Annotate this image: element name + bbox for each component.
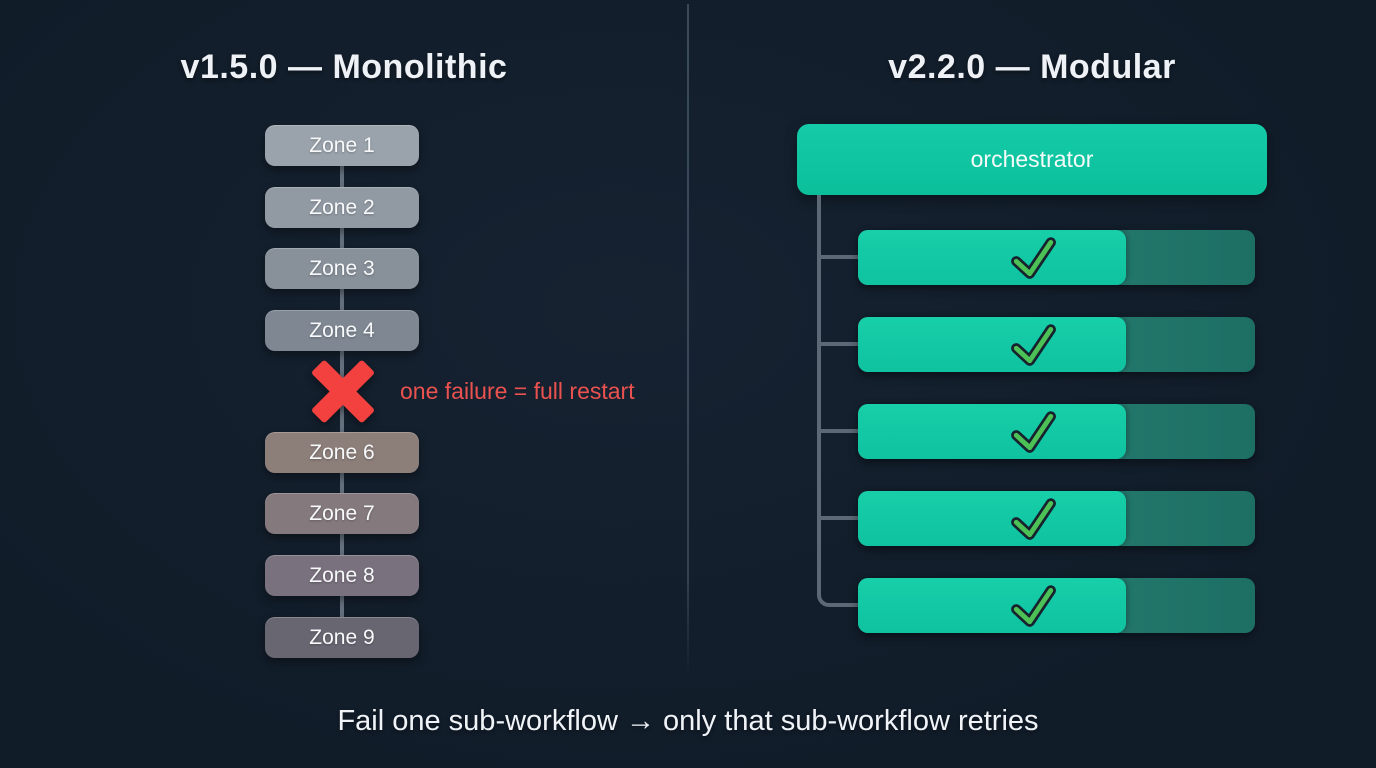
orchestrator-box: orchestrator [797, 124, 1267, 195]
check-icon [1011, 324, 1056, 366]
tree-branch [817, 342, 858, 346]
sub-workflow-row [858, 578, 1255, 633]
zone-box: Zone 2 [265, 187, 419, 228]
zone-label: Zone 8 [309, 563, 375, 587]
zone-box: Zone 4 [265, 310, 419, 351]
sub-workflow-row [858, 230, 1255, 285]
failure-x-icon [310, 358, 376, 424]
bottom-caption: Fail one sub-workflow → only that sub-wo… [337, 705, 1039, 737]
tree-branch [817, 255, 858, 259]
left-panel-title: v1.5.0 — Monolithic [180, 48, 508, 86]
failure-caption: one failure = full restart [400, 378, 635, 404]
zone-box: Zone 8 [265, 555, 419, 596]
zone-label: Zone 6 [309, 440, 375, 464]
tree-connector-elbow [817, 195, 858, 607]
sub-workflow-progress [858, 404, 1126, 459]
zone-box: Zone 3 [265, 248, 419, 289]
sub-workflow-progress [858, 491, 1126, 546]
sub-workflow-progress [858, 230, 1126, 285]
check-icon [1011, 585, 1056, 627]
orchestrator-label: orchestrator [970, 146, 1094, 172]
check-icon [1011, 498, 1056, 540]
right-panel-title: v2.2.0 — Modular [888, 48, 1176, 86]
zone-box: Zone 1 [265, 125, 419, 166]
tree-branch [817, 429, 858, 433]
zone-label: Zone 3 [309, 256, 375, 280]
panel-divider [687, 4, 689, 676]
sub-workflow-row [858, 404, 1255, 459]
zone-label: Zone 2 [309, 195, 375, 219]
zone-box: Zone 6 [265, 432, 419, 473]
check-icon [1011, 237, 1056, 279]
sub-workflow-row [858, 317, 1255, 372]
zone-box: Zone 9 [265, 617, 419, 658]
zone-label: Zone 1 [309, 133, 375, 157]
tree-branch [817, 516, 858, 520]
check-icon [1011, 411, 1056, 453]
zone-label: Zone 9 [309, 625, 375, 649]
sub-workflow-progress [858, 317, 1126, 372]
zone-label: Zone 7 [309, 501, 375, 525]
zone-box: Zone 7 [265, 493, 419, 534]
zone-label: Zone 4 [309, 318, 375, 342]
sub-workflow-progress [858, 578, 1126, 633]
sub-workflow-row [858, 491, 1255, 546]
